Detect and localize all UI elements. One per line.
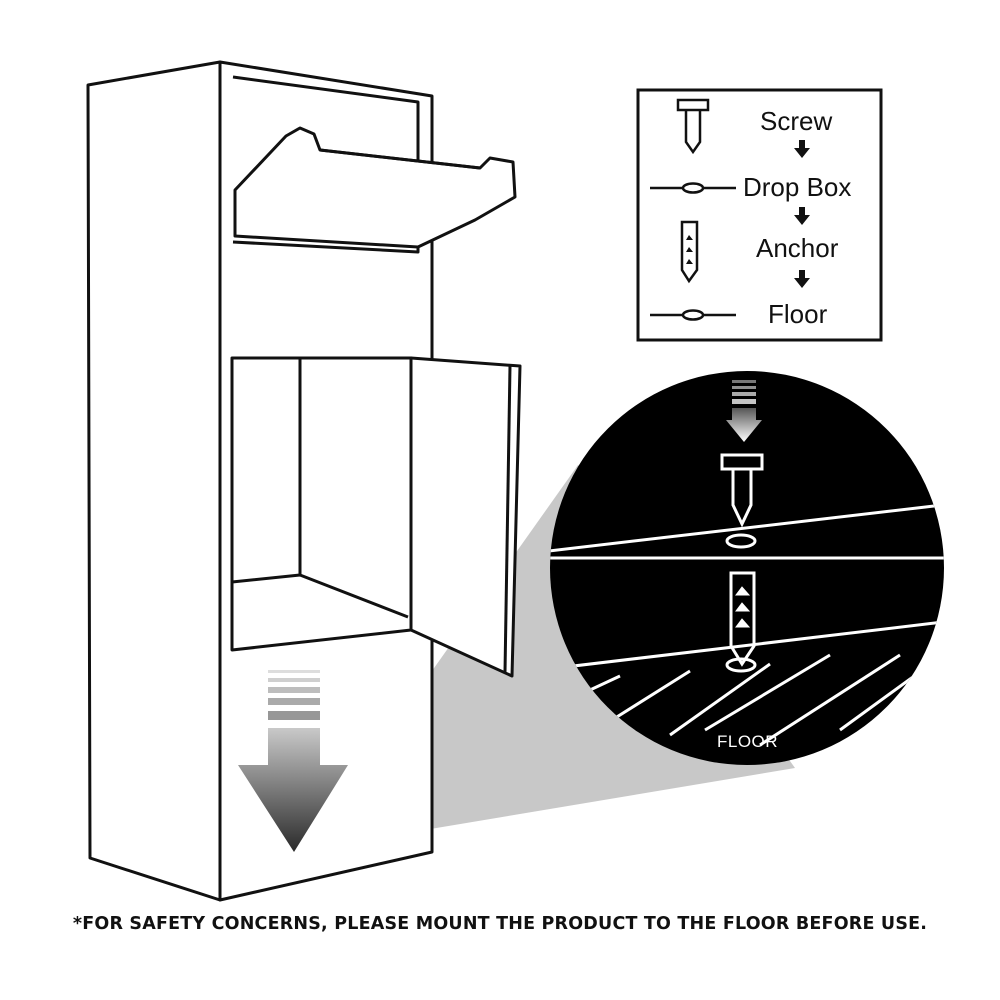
floor-label: FLOOR — [717, 732, 778, 751]
open-door — [409, 356, 522, 678]
falling-arrow — [726, 380, 762, 442]
safety-footnote: *FOR SAFETY CONCERNS, PLEASE MOUNT THE P… — [72, 914, 928, 934]
mail-slot-flap-edge — [319, 148, 481, 170]
cabinet-side-panel — [86, 60, 222, 902]
detail-screw — [720, 453, 764, 549]
layer-line-icon — [650, 182, 736, 194]
mount-down-arrow — [238, 670, 348, 852]
anchor-icon — [680, 220, 699, 284]
screw-icon — [676, 98, 710, 155]
floor-surface-line — [550, 618, 944, 672]
legend-drop-box-label: Drop Box — [743, 172, 851, 202]
arrow-down-icon — [794, 270, 810, 288]
drop-box-top-line — [550, 501, 944, 554]
open-door-edge — [503, 365, 512, 673]
mail-slot-flap — [233, 126, 517, 249]
drop-box-cabinet — [86, 60, 522, 902]
detail-anchor — [725, 571, 757, 673]
legend-box: Screw Drop Box Anchor Floor — [636, 88, 883, 342]
arrow-down-icon — [794, 140, 810, 158]
legend-floor-label: Floor — [768, 299, 828, 329]
floor-hatching — [589, 648, 944, 747]
arrow-down-icon — [794, 207, 810, 225]
legend-screw-label: Screw — [760, 106, 832, 136]
compartment-floor-edge — [231, 573, 409, 619]
layer-line-icon — [650, 309, 736, 321]
magnified-detail: FLOOR — [550, 371, 944, 765]
legend-anchor-label: Anchor — [756, 233, 839, 263]
